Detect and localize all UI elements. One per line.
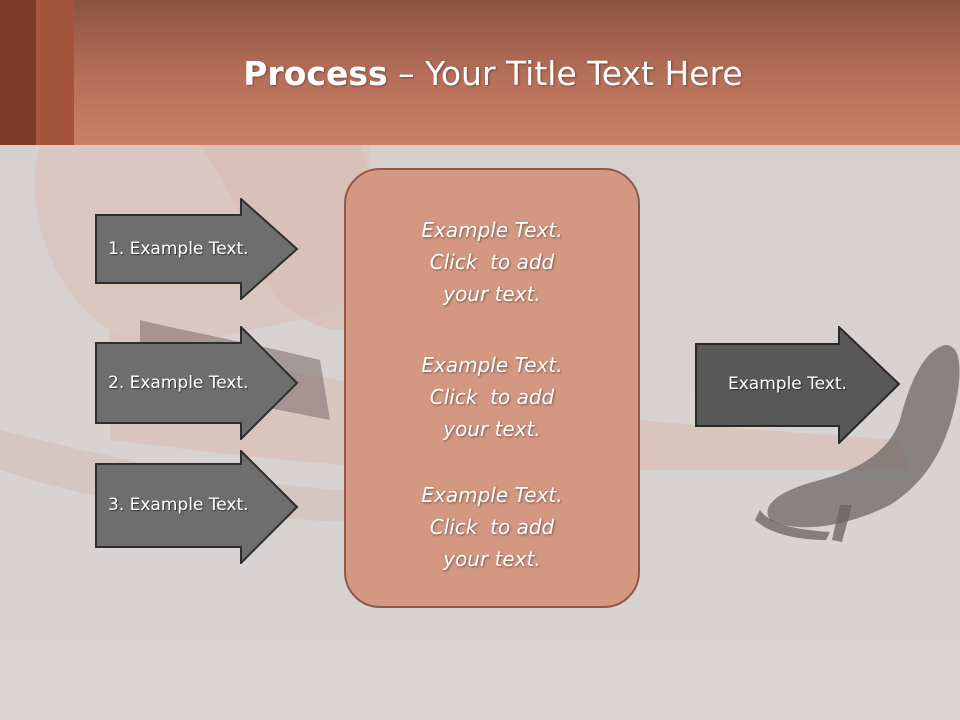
center-item-line: Example Text.: [421, 218, 563, 242]
center-item-3: Example Text. Click to add your text.: [346, 479, 638, 575]
center-item-line: your text.: [443, 547, 541, 571]
title-bold: Process: [243, 54, 388, 93]
arrow-shape: [95, 326, 299, 440]
arrow-shape: [95, 450, 299, 564]
process-arrow-1[interactable]: 1. Example Text.: [95, 198, 299, 300]
output-arrow-label: Example Text.: [728, 374, 847, 394]
center-item-2: Example Text. Click to add your text.: [346, 349, 638, 445]
center-item-line: your text.: [443, 282, 541, 306]
header-stripe-light: [36, 0, 74, 145]
center-item-1: Example Text. Click to add your text.: [346, 214, 638, 310]
center-item-line: Click to add: [429, 250, 555, 274]
arrow-label-3: 3. Example Text.: [108, 495, 249, 515]
center-text-box[interactable]: Example Text. Click to add your text. Ex…: [344, 168, 640, 608]
header-band: [0, 0, 960, 145]
output-arrow[interactable]: Example Text.: [695, 326, 901, 444]
center-item-line: Example Text.: [421, 483, 563, 507]
header-stripe-dark: [0, 0, 36, 145]
process-arrow-3[interactable]: 3. Example Text.: [95, 450, 299, 564]
arrow-label-1: 1. Example Text.: [108, 239, 249, 259]
process-arrow-2[interactable]: 2. Example Text.: [95, 326, 299, 440]
center-item-line: Click to add: [429, 515, 555, 539]
title-rest: – Your Title Text Here: [387, 54, 743, 93]
center-item-line: Example Text.: [421, 353, 563, 377]
arrow-label-2: 2. Example Text.: [108, 373, 249, 393]
slide-title[interactable]: Process – Your Title Text Here: [0, 52, 960, 96]
arrow-shape: [695, 326, 901, 444]
center-item-line: your text.: [443, 417, 541, 441]
arrow-shape: [95, 198, 299, 300]
center-item-line: Click to add: [429, 385, 555, 409]
